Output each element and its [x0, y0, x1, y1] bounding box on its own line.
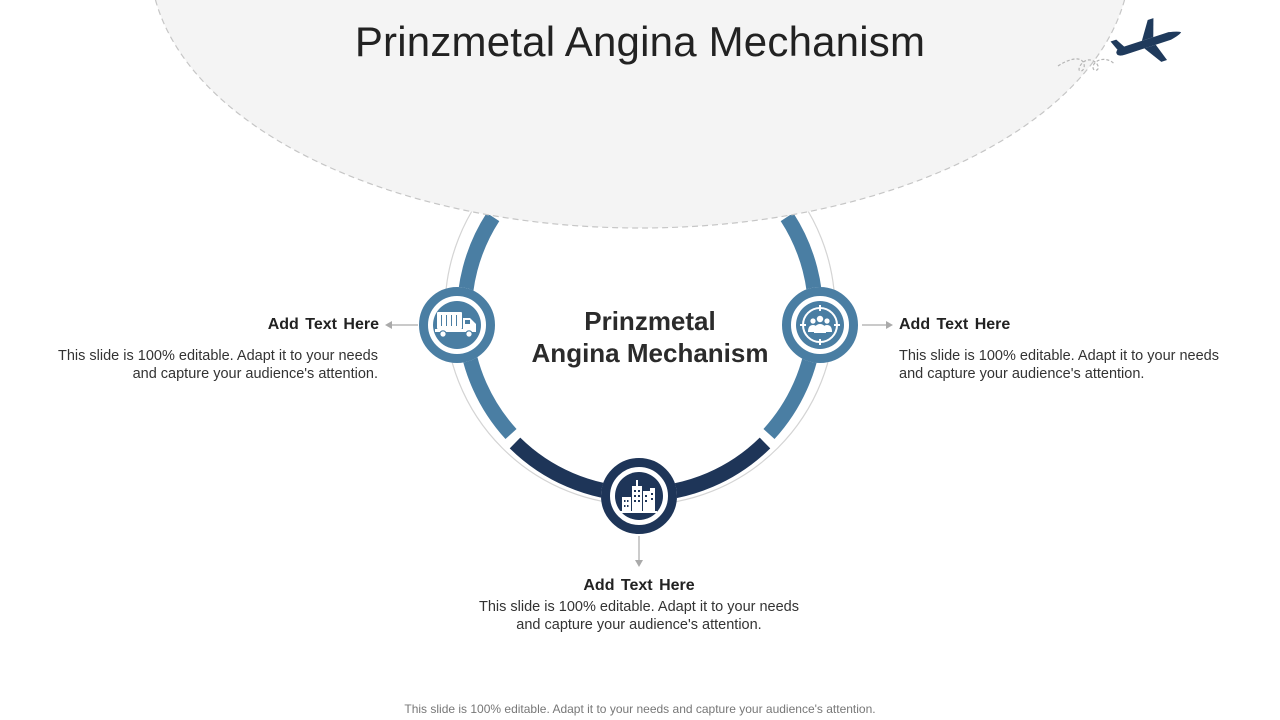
- left-description-line1: This slide is 100% editable. Adapt it to…: [58, 348, 378, 364]
- airplane-trail: [1057, 58, 1115, 72]
- top-dome: [155, 0, 1125, 228]
- right-description: This slide is 100% editable. Adapt it to…: [899, 347, 1219, 383]
- left-heading: Add Text Here: [267, 316, 379, 333]
- node-bottom: [601, 458, 677, 534]
- bottom-description-line2: and capture your audience's attention.: [516, 617, 762, 633]
- center-title: Prinzmetal Angina Mechanism: [500, 305, 800, 369]
- slide-title: Prinzmetal Angina Mechanism: [354, 18, 926, 65]
- node-right: [782, 287, 858, 363]
- footer-note: This slide is 100% editable. Adapt it to…: [404, 702, 876, 716]
- bottom-description: This slide is 100% editable. Adapt it to…: [439, 598, 839, 634]
- left-arrow: [385, 321, 418, 329]
- center-title-line1: Prinzmetal: [584, 306, 716, 336]
- bottom-description-line1: This slide is 100% editable. Adapt it to…: [479, 599, 799, 615]
- left-description-line2: and capture your audience's attention.: [132, 366, 378, 382]
- left-description: This slide is 100% editable. Adapt it to…: [58, 347, 378, 383]
- node-left: [419, 287, 495, 363]
- airplane-icon: [1110, 18, 1182, 62]
- center-title-line2: Angina Mechanism: [531, 338, 769, 368]
- buildings-icon: [620, 480, 657, 513]
- team-target-icon: [800, 305, 840, 345]
- right-description-line2: and capture your audience's attention.: [899, 366, 1145, 382]
- right-heading: Add Text Here: [899, 316, 1011, 333]
- truck-icon: [435, 312, 476, 338]
- bottom-arrow: [635, 536, 643, 567]
- right-arrow: [862, 321, 893, 329]
- bottom-heading: Add Text Here: [583, 577, 695, 594]
- right-description-line1: This slide is 100% editable. Adapt it to…: [899, 348, 1219, 364]
